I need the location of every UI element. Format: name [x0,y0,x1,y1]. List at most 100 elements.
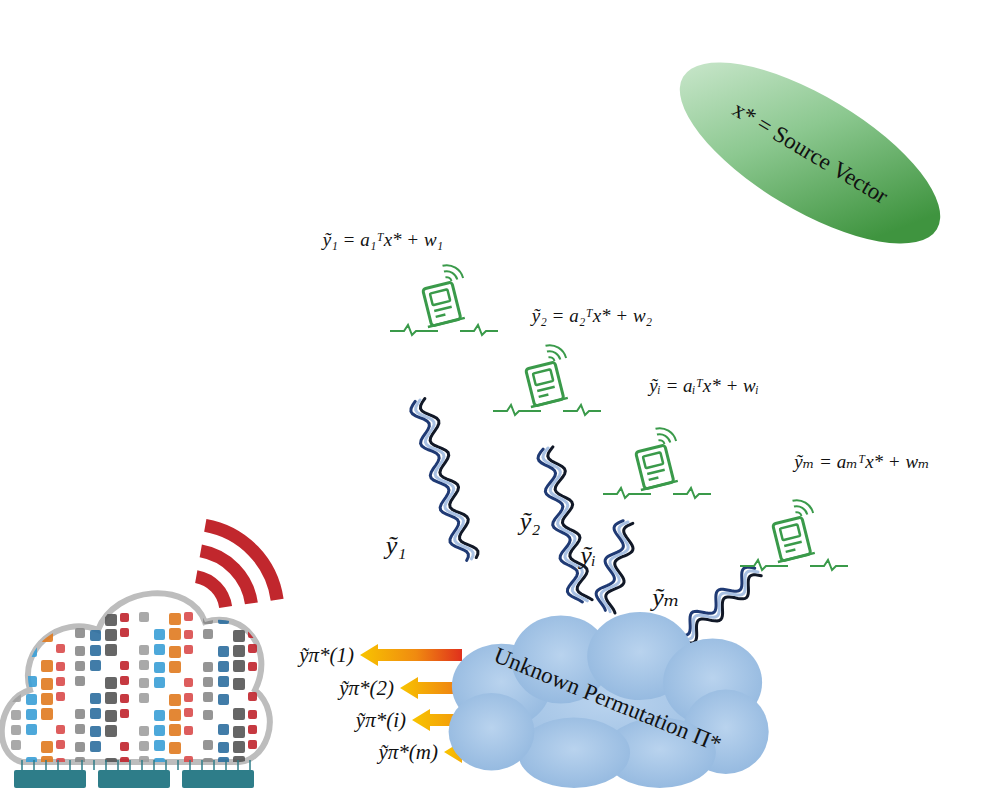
server-box [98,770,170,788]
sensor-body [627,425,685,490]
device-icon [120,613,129,622]
device-icon [139,693,149,703]
device-icon [26,694,37,705]
device-icon [139,741,149,751]
device-icon [139,678,149,688]
device-icon [169,694,181,706]
device-icon [56,677,65,686]
sensor-device [493,342,601,415]
device-icon [90,708,101,719]
device-icon [203,692,213,702]
device-icon [120,676,129,685]
server-wire [81,760,83,770]
sensor-device [390,262,498,335]
device-icon [11,644,21,654]
device-icon [105,758,117,770]
device-icon [41,660,53,672]
device-icon [169,742,181,754]
device-icon [26,646,37,657]
device-icon [90,660,101,671]
device-icon [56,740,65,749]
device-icon [203,614,213,624]
device-icon [120,694,129,703]
device-icon [105,614,117,626]
wave-strand [601,522,628,612]
device-icon [218,613,229,624]
equation-label: ỹ₂ = a₂ᵀx* + w₂ [532,305,652,327]
sensor-screen [643,452,663,468]
device-icon [75,742,85,752]
device-icon [248,644,257,653]
device-icon [41,708,53,720]
device-icon [184,612,193,621]
wave-strand [596,521,623,611]
server-box [182,770,254,788]
device-icon [41,630,53,642]
device-icons [11,612,257,770]
device-icon [248,629,257,638]
device-icon [184,726,193,735]
device-icon [184,645,193,654]
sensor-antenna [793,497,814,518]
sensor-antenna [546,342,567,363]
sensors [390,262,848,570]
device-icon [233,708,245,720]
device-icon [90,693,101,704]
device-icon [203,740,213,750]
device-icon [248,740,257,749]
device-icon [75,628,85,638]
device-icon [218,646,229,657]
device-icon [218,742,229,753]
device-icon [105,725,117,737]
server-rack [14,760,254,788]
cloud-lobe [449,693,535,770]
sensor-body [414,262,472,327]
server-box [14,770,86,788]
device-icon [75,646,85,656]
device-icon [203,629,213,639]
device-icon [184,678,193,687]
wifi-symbol [196,525,277,607]
server-wire [249,760,251,770]
device-icon [154,710,165,721]
wifi-arc [205,525,277,599]
device-icon [203,758,213,768]
device-icon [75,709,85,719]
device-icon [75,661,85,671]
sensor-device [603,425,711,498]
device-icon [56,692,65,701]
device-icon [154,629,165,640]
device-icon [11,629,21,639]
device-icon [154,677,165,688]
cloud-outline [2,593,270,762]
device-icon [233,741,245,753]
device-icon [90,645,101,656]
equation-label: ỹ₁ = a₁ᵀx* + w₁ [323,229,443,251]
wave-strand [543,448,587,601]
device-icon [41,693,53,705]
device-icon [203,662,213,672]
device-icon [105,692,117,704]
output-label: ỹπ*(1) [299,643,354,667]
device-icon [105,644,117,656]
device-icon [105,677,117,689]
device-icon [184,693,193,702]
wave-strand [416,400,473,559]
signal-label: ỹᵢ [580,541,596,571]
device-icon [26,724,37,735]
server-wire [45,760,47,770]
wave-strand [411,401,468,560]
device-icon [184,756,193,765]
device-icon [233,630,245,642]
server-wire [237,760,239,770]
server-wire [21,760,23,770]
server-wire [213,760,215,770]
sensor-screen [533,369,553,385]
device-icon [169,628,181,640]
wave-strand [669,567,755,635]
device-icon [11,662,21,672]
permutation-cloud: Unknown Permutation Π* [442,612,772,788]
signal-trace [390,325,498,335]
device-icon [105,710,117,722]
server-wire [93,760,95,770]
